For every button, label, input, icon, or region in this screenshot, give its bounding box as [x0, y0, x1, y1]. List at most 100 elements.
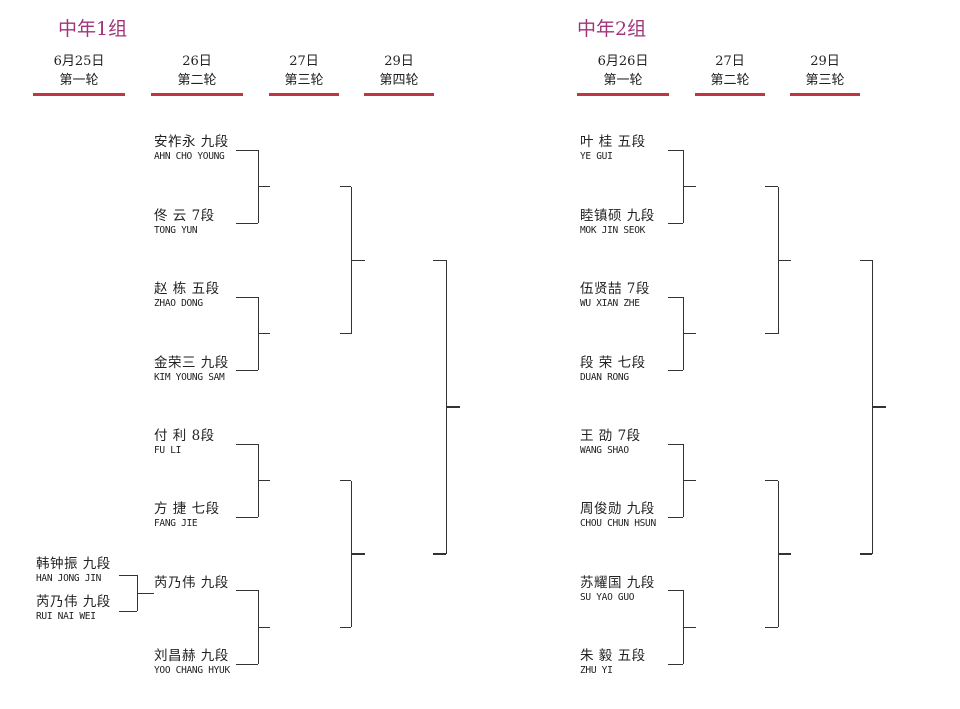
- g2-r2-bracket-top: [765, 186, 778, 188]
- g1-r2-bracket-bottom: [236, 663, 258, 665]
- g2-r2-bracket-bottom: [765, 626, 778, 628]
- g2-r1-bracket-top: [668, 589, 683, 591]
- g1-r2-bracket-top: [236, 443, 258, 445]
- g2-r3-bracket-bottom: [860, 553, 872, 555]
- g2-r1-bracket-bottom: [668, 516, 683, 518]
- player-name-cn: 赵 栋 五段: [154, 281, 220, 297]
- g1-r3-bracket-out: [351, 553, 365, 555]
- round-underline: [577, 93, 669, 96]
- round-header: 29日第四轮: [364, 52, 434, 96]
- player-name-cn: 朱 毅 五段: [580, 648, 646, 664]
- player-name-en: AHN CHO YOUNG: [154, 151, 225, 162]
- g1-r2-bracket-bottom: [236, 516, 258, 518]
- g1-r2-bracket-out: [258, 626, 270, 628]
- player-name-cn: 金荣三 九段: [154, 355, 229, 371]
- round-header: 6月26日第一轮: [577, 52, 669, 96]
- player-name-cn: 叶 桂 五段: [580, 134, 646, 150]
- group-title: 中年1组: [58, 18, 128, 40]
- player-name-en: YOO CHANG HYUK: [154, 665, 230, 676]
- g2-r1-bracket-bottom: [668, 222, 683, 224]
- player-name-en: RUI NAI WEI: [36, 611, 96, 622]
- player-name-en: WANG SHAO: [580, 445, 629, 456]
- player-name-cn: 韩钟振 九段: [36, 556, 111, 572]
- round-underline: [151, 93, 243, 96]
- player-name-en: FU LI: [154, 445, 182, 456]
- round-label: 第二轮: [177, 73, 217, 88]
- g1-r3-bracket-out: [351, 259, 365, 261]
- g1-r2-bracket-top: [236, 589, 258, 591]
- g1-r3-bracket-bottom: [340, 626, 351, 628]
- g2-r1-bracket-out: [683, 480, 696, 482]
- round-underline: [269, 93, 339, 96]
- player-name-en: SU YAO GUO: [580, 592, 635, 603]
- player-name-en: FANG JIE: [154, 518, 198, 529]
- g1-r4-bracket-top: [433, 259, 446, 261]
- player-slot: 芮乃伟 九段: [154, 575, 229, 592]
- player-name-en: DUAN RONG: [580, 372, 629, 383]
- g1-r3-bracket-top: [340, 480, 351, 482]
- g2-r1-bracket-top: [668, 149, 683, 151]
- player-name-cn: 刘昌赫 九段: [154, 648, 229, 664]
- round-date: 6月26日: [597, 54, 649, 69]
- round-date: 27日: [715, 54, 745, 69]
- round-date: 29日: [810, 54, 840, 69]
- g1-r3-bracket-bottom: [340, 333, 351, 335]
- g1-r1-bracket-bottom: [119, 610, 137, 612]
- g2-r1-bracket-out: [683, 626, 696, 628]
- g2-r1-bracket-bottom: [668, 663, 683, 665]
- player-name-cn: 段 荣 七段: [580, 355, 646, 371]
- player-name-en: TONG YUN: [154, 225, 198, 236]
- player-name-en: ZHU YI: [580, 665, 613, 676]
- player-name-en: WU XIAN ZHE: [580, 298, 640, 309]
- g2-r1-bracket-top: [668, 443, 683, 445]
- g2-r1-bracket-top: [668, 296, 683, 298]
- round-header: 29日第三轮: [790, 52, 860, 96]
- player-name-cn: 芮乃伟 九段: [36, 594, 111, 610]
- round-label: 第一轮: [59, 73, 99, 88]
- player-name-cn: 付 利 8段: [154, 428, 215, 444]
- round-label: 第一轮: [603, 73, 643, 88]
- round-underline: [790, 93, 860, 96]
- g1-r4-bracket-out: [446, 406, 460, 408]
- g1-r4-bracket-bottom: [433, 553, 446, 555]
- round-header: 6月25日第一轮: [33, 52, 125, 96]
- player-name-en: MOK JIN SEOK: [580, 225, 646, 236]
- player-name-en: YE GUI: [580, 151, 613, 162]
- g1-r2-bracket-out: [258, 186, 270, 188]
- player-name-cn: 伍贤喆 7段: [580, 281, 650, 297]
- g1-r2-bracket-out: [258, 333, 270, 335]
- player-name-cn: 王 劭 7段: [580, 428, 641, 444]
- g1-r3-bracket-top: [340, 186, 351, 188]
- g2-r1-bracket-out: [683, 186, 696, 188]
- g2-r1-bracket-out: [683, 333, 696, 335]
- player-name-cn: 方 捷 七段: [154, 501, 220, 517]
- round-date: 6月25日: [53, 54, 105, 69]
- g1-r2-bracket-bottom: [236, 369, 258, 371]
- g1-r2-bracket-top: [236, 296, 258, 298]
- player-name-en: HAN JONG JIN: [36, 573, 102, 584]
- player-name-cn: 睦镇硕 九段: [580, 208, 655, 224]
- player-name-en: ZHAO DONG: [154, 298, 203, 309]
- g1-r1-bracket-top: [119, 574, 137, 576]
- g2-r2-bracket-out: [778, 553, 791, 555]
- player-name-cn: 芮乃伟 九段: [154, 575, 229, 591]
- player-name-cn: 苏耀国 九段: [580, 575, 655, 591]
- player-name-en: CHOU CHUN HSUN: [580, 518, 656, 529]
- player-name-cn: 安祚永 九段: [154, 134, 229, 150]
- round-label: 第三轮: [805, 73, 845, 88]
